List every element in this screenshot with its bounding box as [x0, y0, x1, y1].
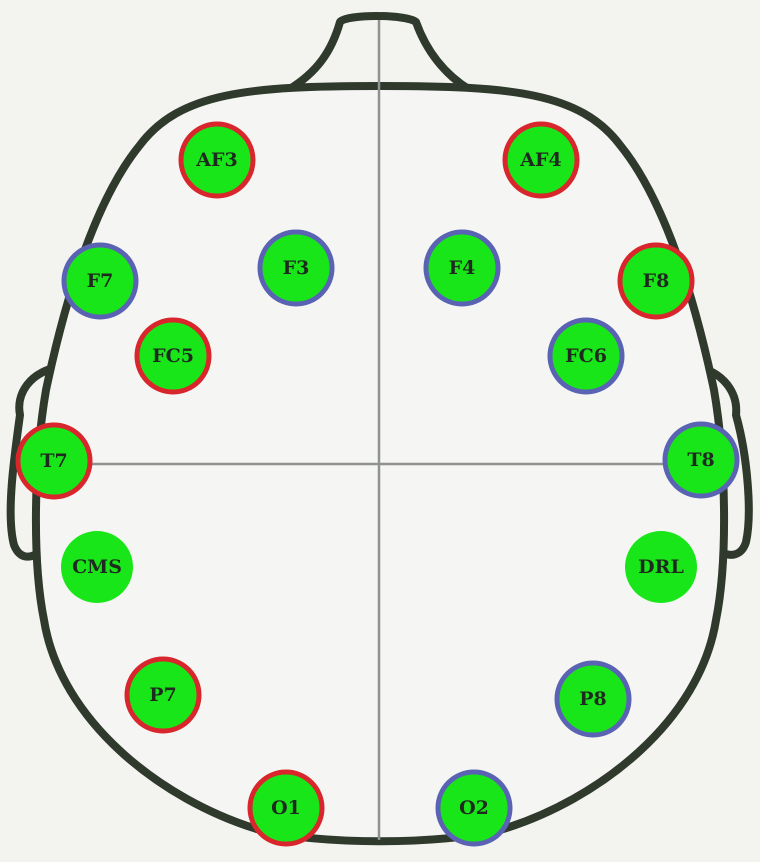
right-ear-outline: [690, 362, 753, 559]
electrode-marker: [178, 121, 256, 199]
electrode-marker: [247, 769, 325, 847]
electrode-marker: [257, 229, 335, 307]
electrode-label: O1: [271, 797, 301, 819]
nose-outline: [284, 12, 474, 94]
electrode-drl: DRL: [625, 531, 697, 603]
electrode-p7: P7: [124, 656, 202, 734]
electrode-marker: [625, 531, 697, 603]
electrode-f4: F4: [423, 229, 501, 307]
electrode-af4: AF4: [502, 121, 580, 199]
electrode-o1: O1: [247, 769, 325, 847]
electrode-label: F4: [449, 257, 476, 279]
electrode-p8: P8: [554, 660, 632, 738]
electrode-marker: [617, 242, 695, 320]
electrode-marker: [547, 317, 625, 395]
electrode-marker: [662, 421, 740, 499]
electrode-label: AF3: [195, 149, 237, 171]
electrode-cms: CMS: [61, 531, 133, 603]
electrode-label: O2: [459, 797, 489, 819]
electrode-o2: O2: [435, 769, 513, 847]
left-ear-outline: [6, 362, 66, 561]
electrode-label: P7: [149, 684, 177, 706]
electrode-marker: [124, 656, 202, 734]
electrode-marker: [134, 317, 212, 395]
electrode-fc6: FC6: [547, 317, 625, 395]
electrode-label: AF4: [519, 149, 561, 171]
electrode-marker: [502, 121, 580, 199]
electrode-marker: [554, 660, 632, 738]
electrode-fc5: FC5: [134, 317, 212, 395]
electrode-label: T8: [687, 449, 714, 471]
electrode-label: F7: [87, 270, 114, 292]
electrode-label: CMS: [72, 556, 122, 578]
electrode-f8: F8: [617, 242, 695, 320]
electrode-f3: F3: [257, 229, 335, 307]
electrode-marker: [423, 229, 501, 307]
electrode-label: P8: [579, 688, 607, 710]
electrode-af3: AF3: [178, 121, 256, 199]
electrode-marker: [15, 422, 93, 500]
electrode-marker: [435, 769, 513, 847]
electrode-t7: T7: [15, 422, 93, 500]
electrode-marker: [61, 242, 139, 320]
electrode-label: F8: [643, 270, 670, 292]
electrode-label: F3: [283, 257, 310, 279]
electrode-f7: F7: [61, 242, 139, 320]
electrode-label: T7: [40, 450, 67, 472]
electrode-marker: [61, 531, 133, 603]
electrode-label: FC6: [565, 345, 607, 367]
electrode-label: DRL: [638, 556, 684, 578]
electrode-t8: T8: [662, 421, 740, 499]
electrode-label: FC5: [152, 345, 194, 367]
